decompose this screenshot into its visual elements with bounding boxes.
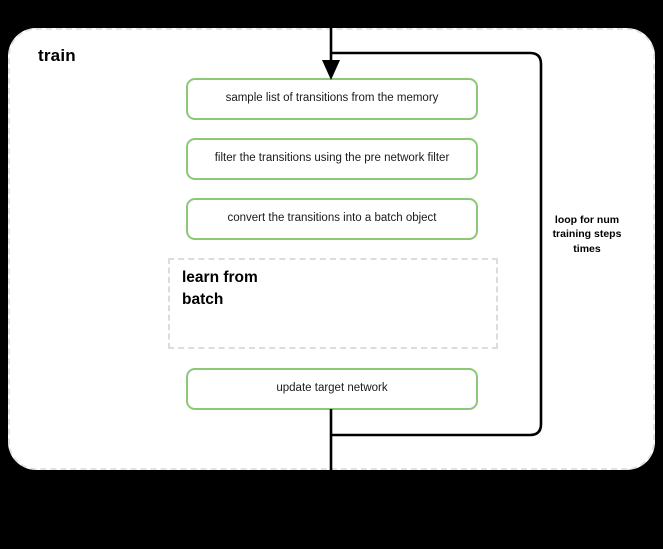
loop-label-line-2: training steps [552,228,622,241]
process-label: convert the transitions into a batch obj… [227,212,437,225]
process-label: filter the transitions using the pre net… [214,152,450,165]
process-box-update-target-network[interactable]: update target network [186,368,478,410]
loop-label-line-3: times [573,242,601,255]
group-title-line-2: batch [182,291,224,309]
process-label: update target network [276,382,388,395]
process-box-convert[interactable]: convert the transitions into a batch obj… [186,198,478,240]
loop-label-line-1: loop for num [554,214,620,226]
group-learn-from-batch[interactable]: learn from batch [168,258,498,349]
process-box-sample[interactable]: sample list of transitions from the memo… [186,78,478,120]
process-box-filter[interactable]: filter the transitions using the pre net… [186,138,478,180]
loop-label: loop for num training steps times [534,213,640,256]
page-title: train [38,46,76,65]
group-title-line-1: learn from [182,269,258,286]
group-title: learn from batch [182,267,302,312]
process-label: sample list of transitions from the memo… [225,92,439,105]
